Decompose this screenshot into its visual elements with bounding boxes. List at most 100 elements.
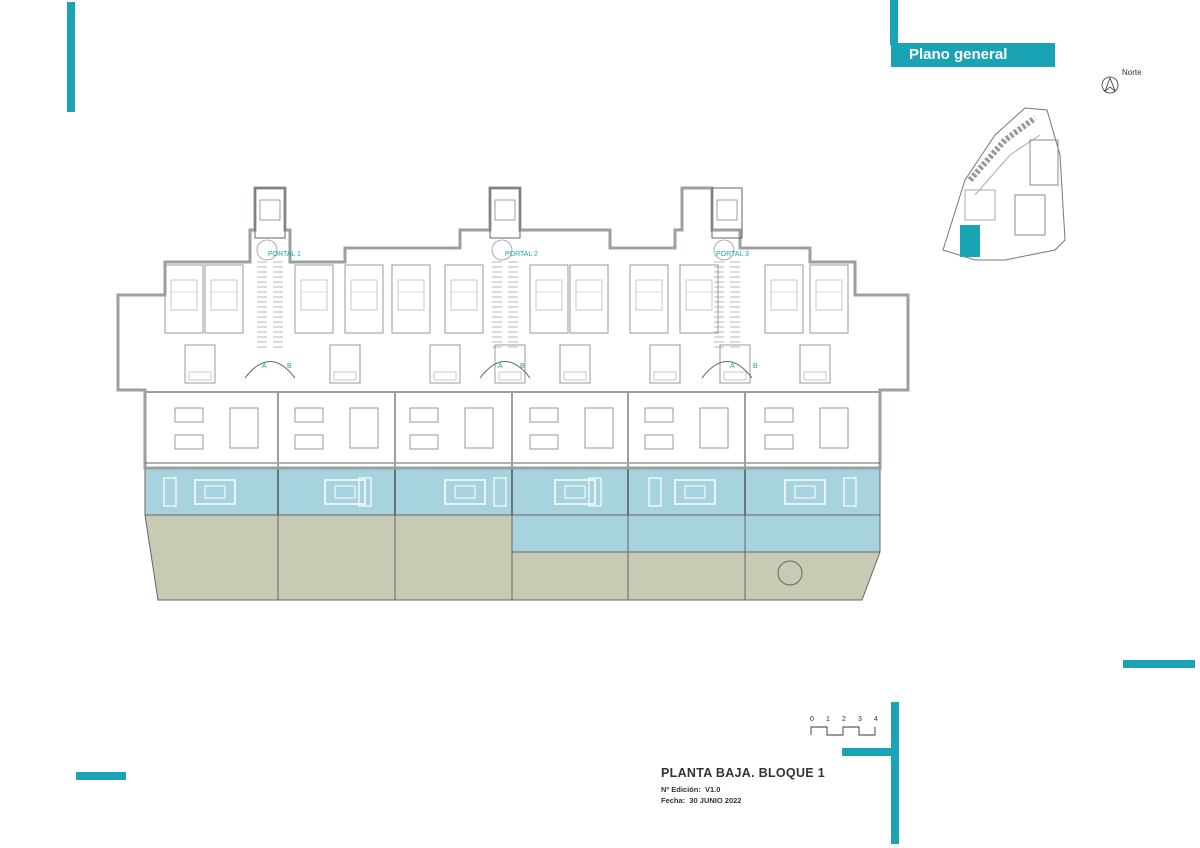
dining-table [644,434,674,450]
title-block: PLANTA BAJA. BLOQUE 1 Nº Edición: V1.0 F… [661,766,825,806]
dining-table [409,434,439,450]
bedroom [294,264,334,334]
stair-cores [244,187,753,379]
terrace-table [454,485,476,499]
bathroom [429,344,461,384]
bathtub [333,371,357,381]
bedroom [344,264,384,334]
bed [450,279,478,311]
terrace-table [794,485,816,499]
floor-plan: PORTAL 1 PORTAL 2 PORTAL 3 A B A B A B [116,186,910,601]
portal-2-door-a: A [498,363,503,370]
edition-label: Nº Edición: [661,785,701,794]
portal-3-door-b: B [753,363,758,370]
lounge-set [349,407,379,449]
terrace-dining [648,477,662,507]
bedroom [679,264,719,334]
bed [535,279,563,311]
bedroom [529,264,569,334]
scale-tick-2: 2 [842,716,846,723]
lobby-turning [713,239,735,261]
bed [575,279,603,311]
terrace-table [684,485,706,499]
dining-table [174,434,204,450]
frame-bar-bottom-right-v [891,702,899,844]
bedroom [809,264,849,334]
portal-1-label: PORTAL 1 [268,251,301,258]
garden-feature-circle [777,560,803,586]
living-sofa [529,407,559,423]
lift-car [494,199,516,221]
lobby-turning [256,239,278,261]
lobby-arc [244,361,296,379]
bed [770,279,798,311]
bed [300,279,328,311]
portal-3-door-a: A [730,363,735,370]
bedroom [204,264,244,334]
terrace-table [334,485,356,499]
portal-1-door-a: A [262,363,267,370]
terrace-table [204,485,226,499]
terrace-dining [358,477,372,507]
frame-bar-bottom-right-h [842,748,892,756]
bed [210,279,238,311]
bathroom [719,344,751,384]
lift-shaft [711,187,743,239]
bathroom [799,344,831,384]
bed [685,279,713,311]
scale-bar: 0 1 2 3 4 [810,716,878,736]
frame-bar-bottom-left [76,772,126,780]
bathtub [653,371,677,381]
bedroom [391,264,431,334]
dining-table [529,434,559,450]
bed [170,279,198,311]
terrace-sofa [554,479,596,505]
garden-right [511,551,881,601]
interior-rooms [164,264,849,450]
bed [815,279,843,311]
lounge-set [229,407,259,449]
bedroom [629,264,669,334]
bathtub [188,371,212,381]
lounge-set [464,407,494,449]
lift-car [716,199,738,221]
bedroom [569,264,609,334]
portal-2-label: PORTAL 2 [505,251,538,258]
frame-bar-top-left [67,2,75,112]
lift-shaft [254,187,286,239]
terrace-sofa [194,479,236,505]
lounge-set [819,407,849,449]
garden-left [144,514,513,601]
bathroom [559,344,591,384]
terrace-dining [493,477,507,507]
bathtub [433,371,457,381]
terrace-dining [163,477,177,507]
frame-bar-top-right [890,0,898,45]
plan-title: PLANTA BAJA. BLOQUE 1 [661,766,825,780]
scale-tick-4: 4 [874,716,878,723]
bedroom [764,264,804,334]
terrace-dining [843,477,857,507]
date-line: Fecha: 30 JUNIO 2022 [661,795,825,806]
lobby-arc [479,361,531,379]
bathtub [498,371,522,381]
north-arrow-icon [1101,76,1119,94]
terrace-dining [588,477,602,507]
lounge-set [584,407,614,449]
lounge-set [699,407,729,449]
garden-areas [144,514,881,601]
terrace-lower-right [511,514,881,553]
site-key-map [942,107,1066,261]
dining-table [294,434,324,450]
bathroom [329,344,361,384]
edition-line: Nº Edición: V1.0 [661,784,825,795]
bedroom [164,264,204,334]
terrace-sofa [784,479,826,505]
portal-1-door-b: B [287,363,292,370]
terrace-sofa [444,479,486,505]
bathroom [184,344,216,384]
scale-tick-1: 1 [826,716,830,723]
lobby-arc [701,361,753,379]
terrace-sofa [674,479,716,505]
living-sofa [764,407,794,423]
